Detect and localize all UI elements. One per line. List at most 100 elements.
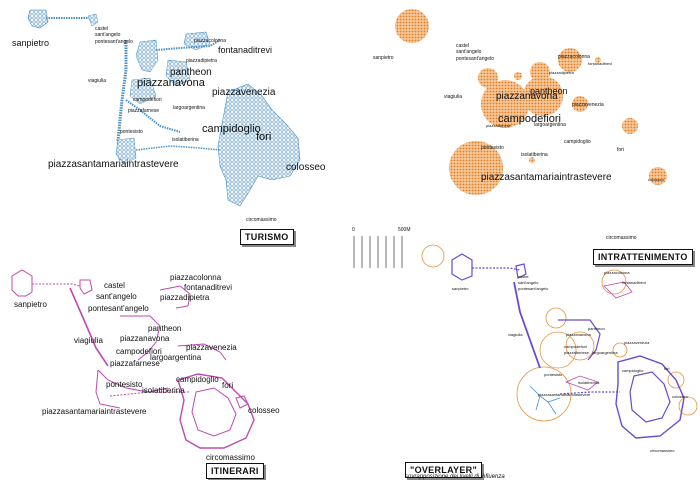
itin-label-pantheon: pantheon	[148, 324, 181, 333]
over-label-sanpietro: sanpietro	[452, 286, 469, 291]
intrattenimento-map	[395, 9, 667, 195]
turismo-label-viagiulia: viagiulia	[88, 78, 106, 84]
turismo-path-spine	[116, 40, 128, 161]
turismo-map	[27, 9, 301, 207]
turismo-label-campidoglio: campidoglio	[202, 123, 261, 135]
itin-label-castel: castel	[104, 281, 125, 290]
intr-label-viagiulia: viagiulia	[444, 94, 462, 100]
itin-label-piazzacolonna: piazzacolonna	[170, 273, 222, 282]
over-circle-top	[421, 244, 445, 268]
itin-route-top	[32, 283, 81, 287]
turismo-title: TURISMO	[240, 229, 294, 245]
itin-route-isola	[109, 391, 190, 397]
turismo-label-piazzavenezia: piazzavenezia	[212, 87, 276, 98]
turismo-label-piazzasantamaria: piazzasantamariaintrastevere	[48, 159, 179, 170]
intr-circle-isola	[529, 157, 535, 163]
over-circle-colosseo	[678, 396, 698, 416]
over-route-magenta2	[603, 281, 633, 299]
itin-label-piazzafarnese: piazzafarnese	[110, 359, 160, 368]
itin-label-circomassimo: circomassimo	[206, 453, 255, 462]
turismo-area-pantheon	[165, 59, 191, 87]
itin-route-diagonal	[69, 287, 109, 367]
intr-circle-small2	[478, 68, 498, 88]
itin-label-campidoglio: campidoglio	[176, 375, 219, 384]
scale-end-label: 500M	[398, 227, 411, 233]
over-label-fontanaditrevi: fontanaditrevi	[622, 280, 646, 285]
over-label-campidoglio: campidoglio	[622, 368, 644, 373]
turismo-area-sanpietro	[27, 9, 49, 29]
itinerari-map	[11, 269, 255, 449]
over-label-pantheon: pantheon	[588, 326, 605, 331]
intr-circle-navona	[481, 80, 529, 128]
intr-circle-small3	[514, 72, 522, 80]
over-label-fori: fori	[664, 366, 670, 371]
intr-label-circomassimo: circomassimo	[606, 235, 637, 241]
intr-circle-pantheon	[523, 76, 563, 116]
intr-label-fontanaditrevi: fontanaditrevi	[588, 61, 612, 66]
intr-label-colosseo: colosseo	[648, 177, 665, 182]
turismo-label-santangelo: sant'angelo	[95, 32, 121, 38]
intr-label-piazzadipietra: piazzadipietra	[549, 70, 574, 75]
over-label-piazzavenezia: piazzavenezia	[624, 340, 650, 345]
intr-circle-small1	[530, 62, 550, 82]
intr-circle-trastevere	[449, 141, 503, 195]
over-circle-small	[545, 307, 567, 329]
turismo-labels: sanpietro castel sant'angelo pontesant'a…	[12, 26, 326, 223]
turismo-label-largoargentina: largoargentina	[173, 105, 205, 111]
over-label-piazzacolonna: piazzacolonna	[604, 270, 630, 275]
overlayer-subtitle: sovrapposizione dei livelli di influenza	[405, 474, 505, 480]
intr-label-campodefiori: campodefiori	[498, 113, 561, 125]
itin-label-piazzadipietra: piazzadipietra	[160, 293, 210, 302]
itin-label-viagiulia: viagiulia	[74, 336, 103, 345]
over-label-viagiulia: viagiulia	[508, 332, 523, 337]
turismo-label-pantheon: pantheon	[170, 67, 212, 78]
itin-route-colosseo	[235, 395, 249, 409]
itin-label-largoargentina: largoargentina	[150, 353, 202, 362]
over-circle-venezia	[612, 342, 628, 358]
intr-label-piazzavenezia: piazzavenezia	[572, 102, 604, 108]
over-route-top	[472, 267, 521, 271]
turismo-label-circomassimo: circomassimo	[246, 217, 277, 223]
itin-route-center2	[97, 369, 169, 393]
intr-circle-fori	[622, 118, 638, 134]
turismo-label-colosseo: colosseo	[286, 162, 326, 173]
over-label-piazzafarnese: piazzafarnese	[564, 350, 590, 355]
over-route-isola	[559, 391, 620, 395]
overlayer-title: "OVERLAYER"	[405, 462, 483, 478]
intr-label-piazzanavona: piazzanavona	[496, 91, 558, 102]
turismo-area-navona	[129, 77, 157, 105]
over-label-pontesantangelo: pontesant'angelo	[518, 286, 549, 291]
itin-label-fori: fori	[222, 381, 233, 390]
intr-circle-colosseo	[649, 167, 667, 185]
scale-bar: 0 500M	[352, 227, 411, 268]
turismo-label-piazzanavona: piazzanavona	[137, 77, 206, 89]
intr-label-castel: castel	[456, 43, 469, 49]
itin-label-campodefiori: campodefiori	[116, 347, 162, 356]
over-label-castel: castel	[518, 274, 529, 279]
over-label-pontesisto: pontesisto	[544, 372, 563, 377]
intr-label-campidoglio: campidoglio	[564, 139, 591, 145]
turismo-label-isolatiberina: isolatiberina	[172, 137, 199, 143]
turismo-area-castel	[87, 13, 99, 27]
itin-label-pontesisto: pontesisto	[106, 380, 143, 389]
itin-label-sanpietro: sanpietro	[14, 300, 47, 309]
turismo-label-piazzacolonna: piazzacolonna	[194, 38, 226, 44]
itinerari-title: ITINERARI	[206, 463, 264, 479]
intr-label-isolatiberina: isolatiberina	[521, 152, 548, 158]
itin-label-pontesantangelo: pontesant'angelo	[88, 304, 149, 313]
itin-route-campidoglio	[177, 373, 255, 449]
turismo-label-sanpietro: sanpietro	[12, 38, 49, 48]
intr-label-fori: fori	[617, 147, 624, 153]
intr-circle-top	[395, 9, 429, 43]
over-label-circomassimo: circomassimo	[650, 448, 675, 453]
over-label-colosseo: colosseo	[672, 394, 689, 399]
itin-label-santangelo: sant'angelo	[96, 292, 137, 301]
itin-label-piazzavenezia: piazzavenezia	[186, 343, 237, 352]
intr-label-sanpietro: sanpietro	[373, 55, 394, 61]
over-circle-navona	[539, 331, 577, 369]
itin-route-venezia	[177, 343, 227, 361]
itin-label-colosseo: colosseo	[248, 406, 280, 415]
turismo-label-piazzadipietra: piazzadipietra	[186, 58, 217, 64]
over-label-largoargentina: largoargentina	[592, 350, 618, 355]
